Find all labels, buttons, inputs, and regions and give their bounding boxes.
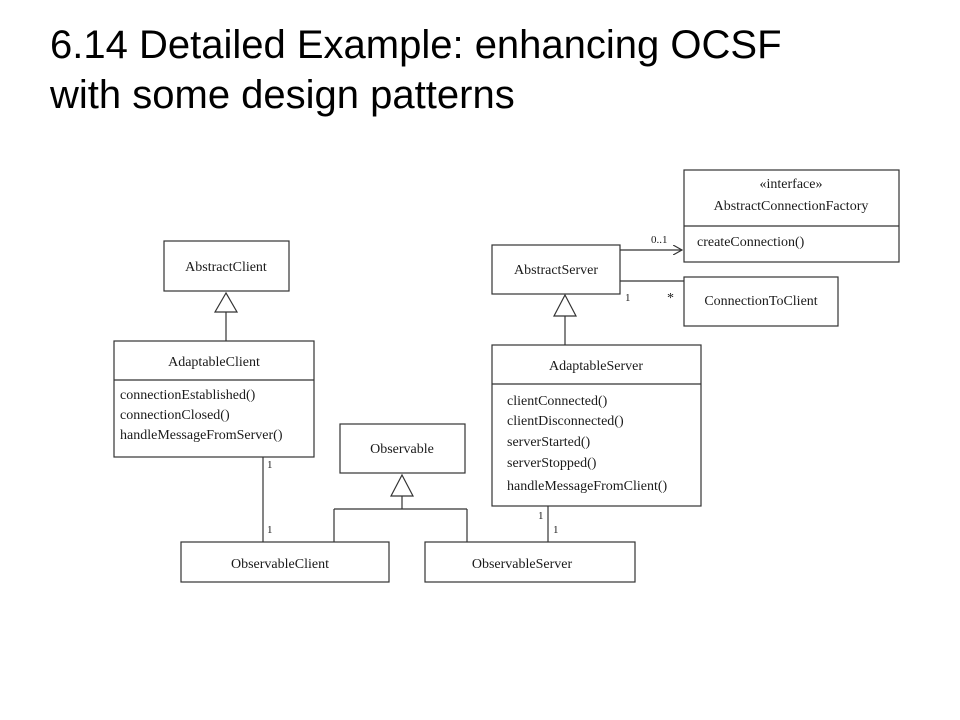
title-line-1: 6.14 Detailed Example: enhancing OCSF (50, 23, 782, 67)
observable-client-name: ObservableClient (231, 557, 329, 572)
abstract-client-name: AbstractClient (185, 260, 267, 275)
adaptable-server-method: handleMessageFromClient() (507, 479, 668, 494)
connection-factory-name: AbstractConnectionFactory (714, 199, 869, 214)
multiplicity-conn-server: 1 (625, 292, 631, 304)
connection-factory-stereotype: «interface» (760, 177, 823, 192)
association-factory: 0..1 (620, 234, 682, 250)
association-client: 1 1 (262, 457, 273, 542)
abstract-server-name: AbstractServer (514, 263, 598, 278)
association-connection: 1 * (620, 280, 684, 306)
multiplicity-client-top: 1 (267, 459, 273, 471)
association-server: 1 1 (538, 506, 559, 542)
adaptable-server-method: serverStarted() (507, 435, 591, 450)
class-observable: Observable (339, 423, 466, 474)
class-abstract-client: AbstractClient (163, 240, 290, 292)
multiplicity-server-bottom: 1 (553, 524, 559, 536)
class-observable-server: ObservableServer (424, 541, 636, 583)
adaptable-client-method: connectionClosed() (120, 408, 230, 423)
slide-title: 6.14 Detailed Example: enhancing OCSF wi… (50, 20, 930, 120)
class-connection-to-client: ConnectionToClient (683, 276, 839, 327)
adaptable-server-method: clientConnected() (507, 394, 608, 409)
class-abstract-connection-factory: «interface» AbstractConnectionFactory cr… (683, 169, 900, 263)
generalization-adaptable-client (213, 291, 239, 341)
multiplicity-server-top: 1 (538, 510, 544, 522)
multiplicity-conn-client: * (667, 291, 674, 306)
adaptable-client-name: AdaptableClient (168, 355, 260, 370)
connection-to-client-name: ConnectionToClient (704, 294, 817, 309)
adaptable-server-name: AdaptableServer (549, 359, 643, 374)
generalization-adaptable-server (553, 293, 577, 345)
adaptable-server-method: clientDisconnected() (507, 414, 624, 429)
adaptable-client-method: connectionEstablished() (120, 388, 256, 403)
class-abstract-server: AbstractServer (491, 244, 621, 295)
class-observable-client: ObservableClient (180, 541, 390, 583)
adaptable-client-method: handleMessageFromServer() (120, 428, 283, 443)
observable-server-name: ObservableServer (472, 557, 573, 572)
connection-factory-method: createConnection() (697, 235, 805, 250)
class-adaptable-client: AdaptableClient connectionEstablished() … (113, 340, 315, 458)
generalization-observable (333, 473, 468, 542)
observable-name: Observable (370, 442, 434, 457)
title-line-2: with some design patterns (50, 73, 515, 117)
class-adaptable-server: AdaptableServer clientConnected() client… (491, 344, 702, 507)
multiplicity-factory: 0..1 (651, 234, 668, 246)
multiplicity-client-bottom: 1 (267, 524, 273, 536)
adaptable-server-method: serverStopped() (507, 456, 597, 471)
